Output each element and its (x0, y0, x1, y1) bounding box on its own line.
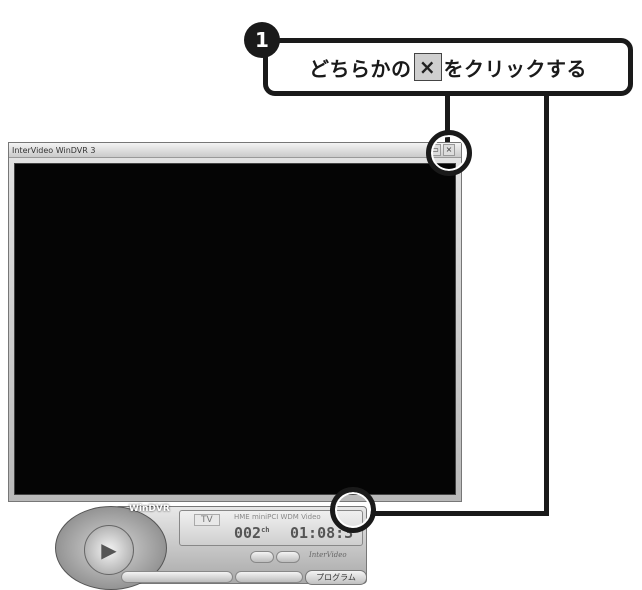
program-button[interactable]: プログラム (305, 570, 367, 585)
player-window: InterVideo WinDVR 3 ▭ × (8, 142, 462, 502)
jog-dial[interactable]: ▶ (55, 506, 167, 590)
seek-bar-right[interactable] (235, 571, 303, 583)
brand-label: WinDVR (129, 504, 170, 514)
time-display: 01:08:3 (290, 524, 354, 542)
callout-leader-horizontal (370, 511, 549, 516)
window-title: InterVideo WinDVR 3 (12, 146, 96, 155)
channel-value: 002 (234, 524, 262, 542)
instruction-text-before: どちらかの (309, 56, 412, 81)
channel-suffix: ch (261, 526, 270, 534)
video-display (14, 163, 456, 495)
close-x-icon: × (413, 53, 442, 81)
window-title-bar[interactable]: InterVideo WinDVR 3 ▭ × (9, 143, 461, 158)
control-panel: ▶ WinDVR TV HME miniPCI WDM Video 002ch … (55, 498, 367, 590)
step-number-badge: 1 (244, 22, 280, 58)
callout-leader-vertical-right (544, 96, 549, 516)
intervideo-logo: InterVideo (309, 551, 347, 559)
play-icon: ▶ (101, 538, 117, 562)
instruction-text: どちらかの × をクリックする (309, 53, 587, 82)
callout-leader-vertical-left (445, 96, 450, 148)
snapshot-button[interactable] (276, 551, 300, 563)
play-button[interactable]: ▶ (84, 525, 134, 575)
tv-button[interactable]: TV (194, 514, 220, 526)
instruction-text-after: をクリックする (443, 56, 587, 81)
panel-close-highlight (330, 487, 376, 533)
rewind-button[interactable] (250, 551, 274, 563)
instruction-callout: どちらかの × をクリックする (263, 38, 633, 96)
lcd-display: TV HME miniPCI WDM Video 002ch 01:08:3 (179, 510, 363, 546)
channel-number: 002ch (234, 524, 270, 542)
device-name: HME miniPCI WDM Video (234, 513, 321, 521)
seek-bar-left[interactable] (121, 571, 233, 583)
window-close-highlight (426, 130, 472, 176)
